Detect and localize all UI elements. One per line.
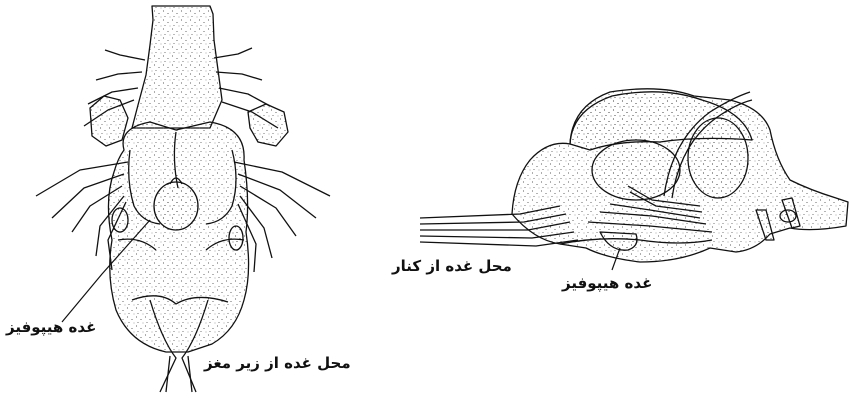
left-view-caption: محل غده از زیر مغز [204,354,351,372]
right-bump [229,226,243,250]
left-gland-label: غده هیپوفیز [6,318,96,336]
cerebellum-lobe [688,118,748,198]
right-view-caption: محل غده از کنار [392,257,512,275]
right-ganglion [248,104,288,146]
brainstem [132,6,222,128]
left-ganglion [90,96,128,146]
left-bump [112,208,128,232]
pituitary-gland-bottom [154,182,198,230]
right-gland-label: غده هیپوفیز [562,274,652,292]
sagittal-brain-view [420,89,848,262]
